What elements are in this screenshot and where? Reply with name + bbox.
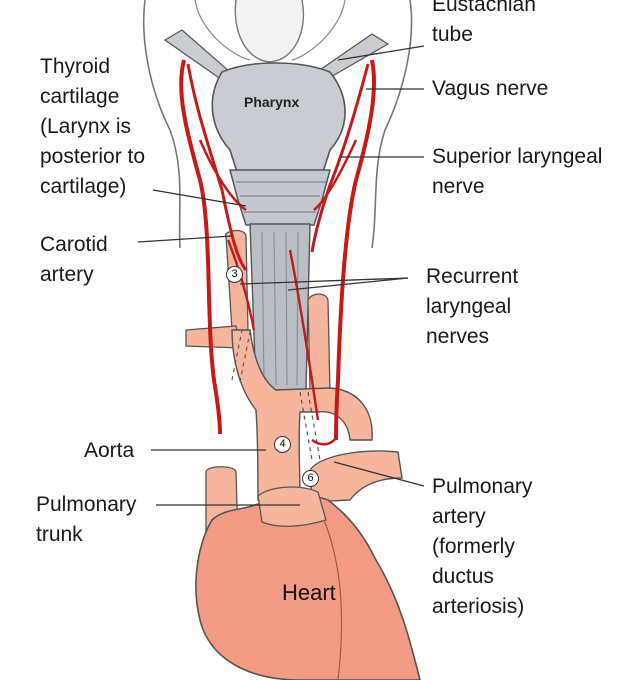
head-outline-right xyxy=(371,0,413,249)
pulmonary-trunk-shape xyxy=(257,486,327,527)
vagus-nerve-left-2 xyxy=(186,63,248,271)
label-pulmonary-trunk: Pulmonary trunk xyxy=(36,493,137,546)
label-aorta: Aorta xyxy=(84,439,135,462)
ductus-dashed xyxy=(299,391,321,461)
arch-number-6: 6 xyxy=(302,470,319,487)
label-superior-laryngeal-nerve: Superior laryngeal nerve xyxy=(432,145,603,198)
thyroid-cartilage-lines xyxy=(236,181,326,213)
vagus-right-lower xyxy=(311,437,338,446)
superior-laryngeal-left xyxy=(198,139,247,212)
recurrent-laryngeal-right xyxy=(288,249,320,421)
arch3-dashed xyxy=(231,329,251,383)
larynx-shape xyxy=(229,169,331,226)
label-pulmonary-artery: Pulmonary artery (formerly ductus arteri… xyxy=(432,475,533,618)
vagus-nerve-left xyxy=(179,59,222,435)
leader-lines xyxy=(137,45,425,506)
pulmonary-artery xyxy=(309,450,403,503)
heart-label: Heart xyxy=(282,580,336,605)
eustachian-tube-left xyxy=(163,29,231,81)
aorta-vessel xyxy=(231,329,373,501)
label-eustachian-tube: Eustachian tube xyxy=(432,0,536,46)
label-carotid-artery: Carotid artery xyxy=(40,233,108,286)
arch-number-4: 4 xyxy=(274,436,291,453)
pharynx-label: Pharynx xyxy=(244,94,300,110)
artery-right-vertical xyxy=(307,293,331,393)
tongue-outline xyxy=(234,0,305,63)
vagus-nerve-right xyxy=(334,59,376,441)
label-thyroid-cartilage: Thyroid cartilage (Larynx is posterior t… xyxy=(40,55,146,198)
arch-number-3: 3 xyxy=(226,266,243,283)
jaw-outline xyxy=(194,0,346,61)
label-recurrent-laryngeal-nerves: Recurrent laryngeal nerves xyxy=(426,265,519,348)
superior-laryngeal-right xyxy=(313,139,358,211)
heart-groove xyxy=(323,519,343,680)
label-vagus-nerve: Vagus nerve xyxy=(432,77,549,100)
vagus-nerve-right-2 xyxy=(310,63,370,253)
trachea-rings xyxy=(261,231,299,386)
head-outline xyxy=(142,0,181,249)
pharynx-shape xyxy=(211,62,346,176)
